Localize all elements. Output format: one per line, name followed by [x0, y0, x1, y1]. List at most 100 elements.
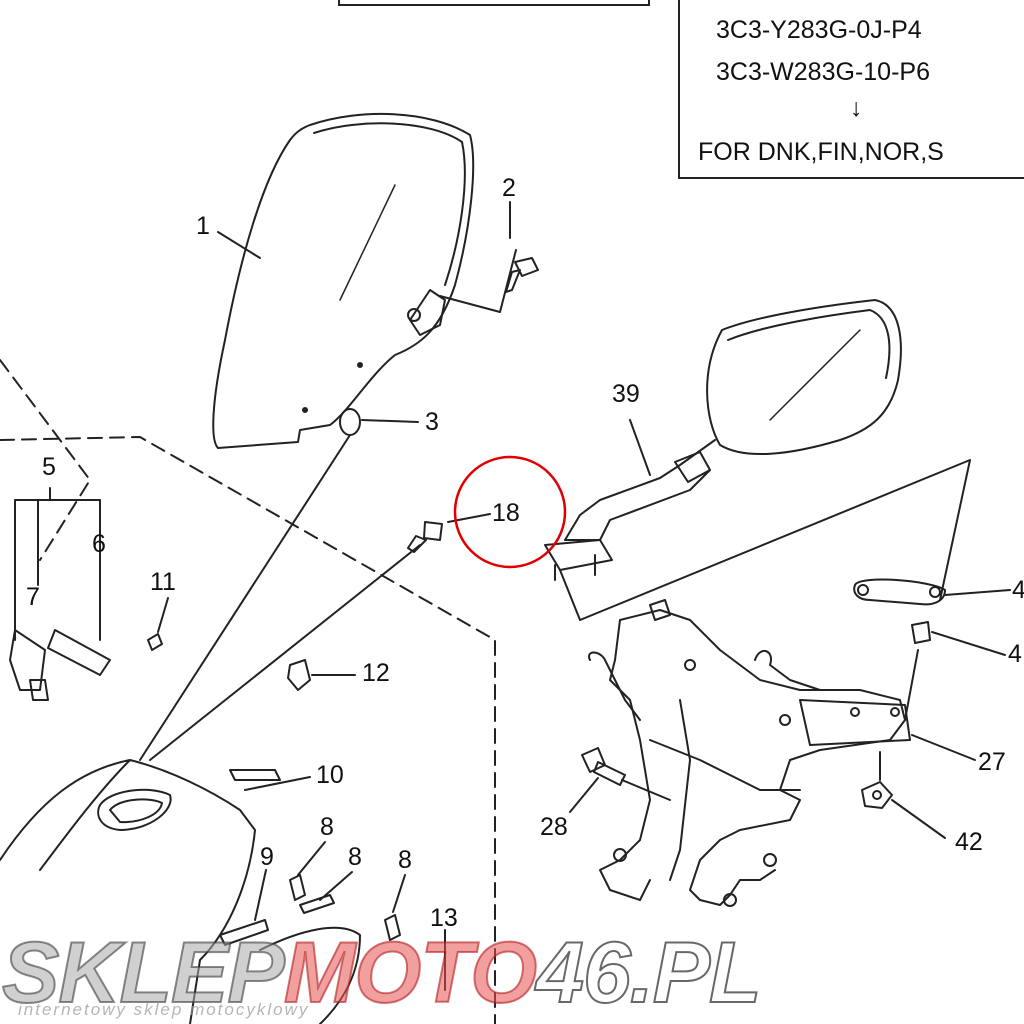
- bolt-2: [505, 257, 539, 293]
- frame-hole-5: [613, 848, 627, 862]
- callout-12: 12: [362, 659, 390, 687]
- callout-8-c: 8: [398, 846, 412, 874]
- part-7-small: [29, 679, 49, 701]
- leader-9: [254, 869, 267, 921]
- callout-4-upper: 4: [1012, 576, 1024, 604]
- frame-cable: [754, 650, 821, 691]
- leader-8a: [297, 841, 326, 876]
- windscreen-dot-1: [357, 362, 363, 368]
- leader-8c: [392, 874, 406, 913]
- callout-3: 3: [425, 408, 439, 436]
- fairing-slot-inner: [109, 798, 163, 824]
- frame-tab-top: [649, 599, 671, 621]
- mirror-plane: [579, 459, 971, 621]
- watermark-logo: SKLEPMOTO46.PL: [1, 929, 763, 1017]
- windscreen-bracket: [409, 289, 446, 336]
- frame-hole-3: [890, 707, 900, 717]
- part-4-plate: [853, 578, 946, 606]
- mirror-stem: [564, 439, 716, 541]
- leader-8b: [319, 871, 353, 901]
- leader-11: [157, 597, 169, 633]
- highlight-circle-18: [453, 455, 567, 569]
- part-8-pin-b: [299, 894, 335, 914]
- watermark-part-2: MOTO: [283, 925, 538, 1021]
- windscreen-glare: [339, 184, 396, 301]
- leader-4b: [931, 631, 1006, 656]
- frame-hole-7: [763, 853, 777, 867]
- callout-6: 6: [92, 530, 106, 558]
- lower-panel: [259, 926, 361, 1024]
- mirror-inner: [727, 309, 891, 379]
- nut-42: [861, 781, 893, 809]
- bracket-5-7: [14, 487, 101, 641]
- mirror-plane-left: [559, 569, 581, 621]
- callout-8-b: 8: [348, 843, 362, 871]
- leader-18-long: [149, 544, 421, 761]
- part-8-pin-a: [289, 874, 306, 901]
- part-11-grommet: [147, 633, 163, 651]
- fairing-panel: [0, 759, 256, 1024]
- note-line-4: FOR DNK,FIN,NOR,S: [698, 138, 944, 166]
- frame-hole-6: [723, 893, 737, 907]
- part-6-rod: [47, 629, 111, 676]
- top-frame-edge: [338, 0, 650, 6]
- frame-arm-left: [588, 651, 641, 721]
- callout-9: 9: [260, 843, 274, 871]
- leader-39: [629, 419, 651, 476]
- callout-7: 7: [26, 583, 40, 611]
- windscreen-hole-upper: [407, 308, 421, 322]
- frame-hole-1: [779, 714, 791, 726]
- callout-13: 13: [430, 904, 458, 932]
- frame-main: [599, 609, 906, 906]
- note-line-2: 3C3-W283G-10-P6: [716, 58, 930, 86]
- callout-11: 11: [150, 568, 176, 596]
- watermark-part-1: SKLEP: [1, 925, 286, 1021]
- leader-27: [911, 734, 976, 761]
- bolt-28: [581, 747, 626, 786]
- frame-bracket-right: [799, 699, 911, 746]
- callout-4-lower: 4: [1008, 640, 1022, 668]
- grommet-3: [339, 408, 361, 436]
- callout-39: 39: [612, 380, 640, 408]
- mirror-glare: [769, 329, 861, 421]
- frame-hole-4: [684, 659, 696, 671]
- watermark-part-3: 46.PL: [535, 925, 762, 1021]
- windscreen-dot-2: [302, 407, 308, 413]
- callout-8-a: 8: [320, 813, 334, 841]
- callout-10: 10: [316, 761, 344, 789]
- part-4-hole-a: [857, 584, 869, 596]
- part-10-tag: [229, 769, 281, 781]
- callout-42: 42: [955, 828, 983, 856]
- part-8-pin-c: [384, 914, 401, 941]
- mirror-base: [544, 539, 613, 581]
- part-4-rubber: [911, 621, 931, 644]
- callout-5: 5: [42, 453, 56, 481]
- frame-hole-2: [850, 707, 860, 717]
- part-4-hole-b: [929, 586, 941, 598]
- model-note-box: 3C3-Y283G-0J-P4 3C3-W283G-10-P6 ↓ FOR DN…: [678, 0, 1024, 179]
- nut-42-hole: [872, 790, 882, 800]
- mirror-head: [706, 299, 902, 456]
- part-7-clip: [9, 629, 46, 691]
- mirror-stem-joint: [674, 451, 711, 483]
- leader-10: [244, 776, 311, 791]
- leader-3: [361, 419, 419, 423]
- leader-42: [891, 799, 946, 839]
- windscreen-shape: [212, 112, 475, 449]
- callout-1: 1: [196, 212, 210, 240]
- leader-28: [569, 777, 599, 813]
- fairing-slot: [97, 788, 172, 831]
- leader-28-frame: [621, 779, 671, 801]
- frame-vertical: [669, 699, 691, 881]
- callout-28: 28: [540, 813, 568, 841]
- part-9-strip: [219, 919, 269, 946]
- leader-27-up: [904, 649, 919, 721]
- callout-27: 27: [978, 748, 1006, 776]
- leader-2: [439, 201, 517, 313]
- leader-1: [217, 231, 261, 259]
- note-line-1: 3C3-Y283G-0J-P4: [716, 16, 922, 44]
- leader-3-long: [139, 434, 351, 761]
- dashed-boundary-left: [0, 359, 91, 561]
- dashed-boundary: [0, 436, 496, 1024]
